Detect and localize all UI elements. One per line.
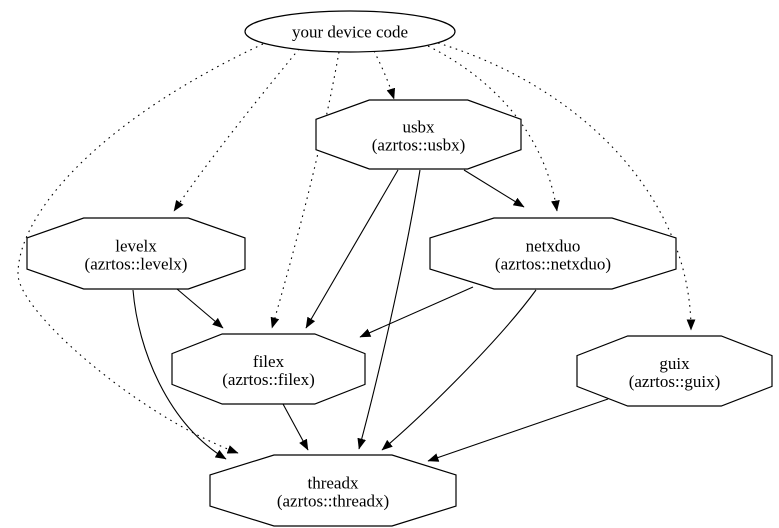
node-threadx-sublabel: (azrtos::threadx) [277, 492, 389, 511]
edges-layer [17, 42, 696, 462]
node-threadx-label: threadx [308, 474, 359, 493]
edge-netxduo-threadx [381, 289, 537, 451]
node-device-shape [244, 10, 456, 53]
edge-usbx-netxduo [463, 169, 525, 208]
node-guix: guix(azrtos::guix) [576, 335, 773, 407]
node-guix-label: guix [659, 354, 690, 373]
node-levelx-shape [26, 217, 246, 290]
edge-device-guix [437, 42, 696, 331]
edge-device-netxduo [427, 45, 560, 212]
node-filex-shape [171, 333, 366, 405]
edge-levelx-filex [176, 288, 224, 329]
node-usbx-shape [315, 99, 522, 170]
edge-usbx-filex [305, 169, 399, 329]
node-netxduo: netxduo(azrtos::netxduo) [429, 217, 677, 290]
node-device-label: your device code [292, 23, 408, 42]
edge-device-usbx [373, 50, 396, 100]
nodes-layer: your device codeusbx(azrtos::usbx)levelx… [26, 10, 773, 527]
node-usbx-label: usbx [402, 118, 435, 137]
node-device: your device code [244, 10, 456, 53]
node-usbx: usbx(azrtos::usbx) [315, 99, 522, 170]
node-guix-shape [576, 335, 773, 407]
edge-guix-threadx [427, 398, 609, 462]
node-filex-sublabel: (azrtos::filex) [222, 370, 315, 389]
edge-device-levelx [173, 48, 300, 212]
node-filex-label: filex [253, 352, 285, 371]
node-levelx-label: levelx [115, 237, 157, 256]
node-threadx: threadx(azrtos::threadx) [209, 454, 457, 527]
node-filex: filex(azrtos::filex) [171, 333, 366, 405]
node-levelx-sublabel: (azrtos::levelx) [85, 255, 188, 274]
node-usbx-sublabel: (azrtos::usbx) [372, 136, 465, 155]
edge-filex-threadx [282, 403, 309, 451]
node-netxduo-sublabel: (azrtos::netxduo) [495, 255, 611, 274]
node-netxduo-label: netxduo [526, 237, 581, 256]
edge-usbx-threadx [357, 169, 421, 450]
node-levelx: levelx(azrtos::levelx) [26, 217, 246, 290]
edge-device-filex [270, 51, 340, 329]
node-netxduo-shape [429, 217, 677, 290]
edge-netxduo-filex [359, 286, 474, 338]
node-guix-sublabel: (azrtos::guix) [629, 372, 721, 391]
edge-levelx-threadx [132, 289, 227, 460]
node-threadx-shape [209, 454, 457, 527]
